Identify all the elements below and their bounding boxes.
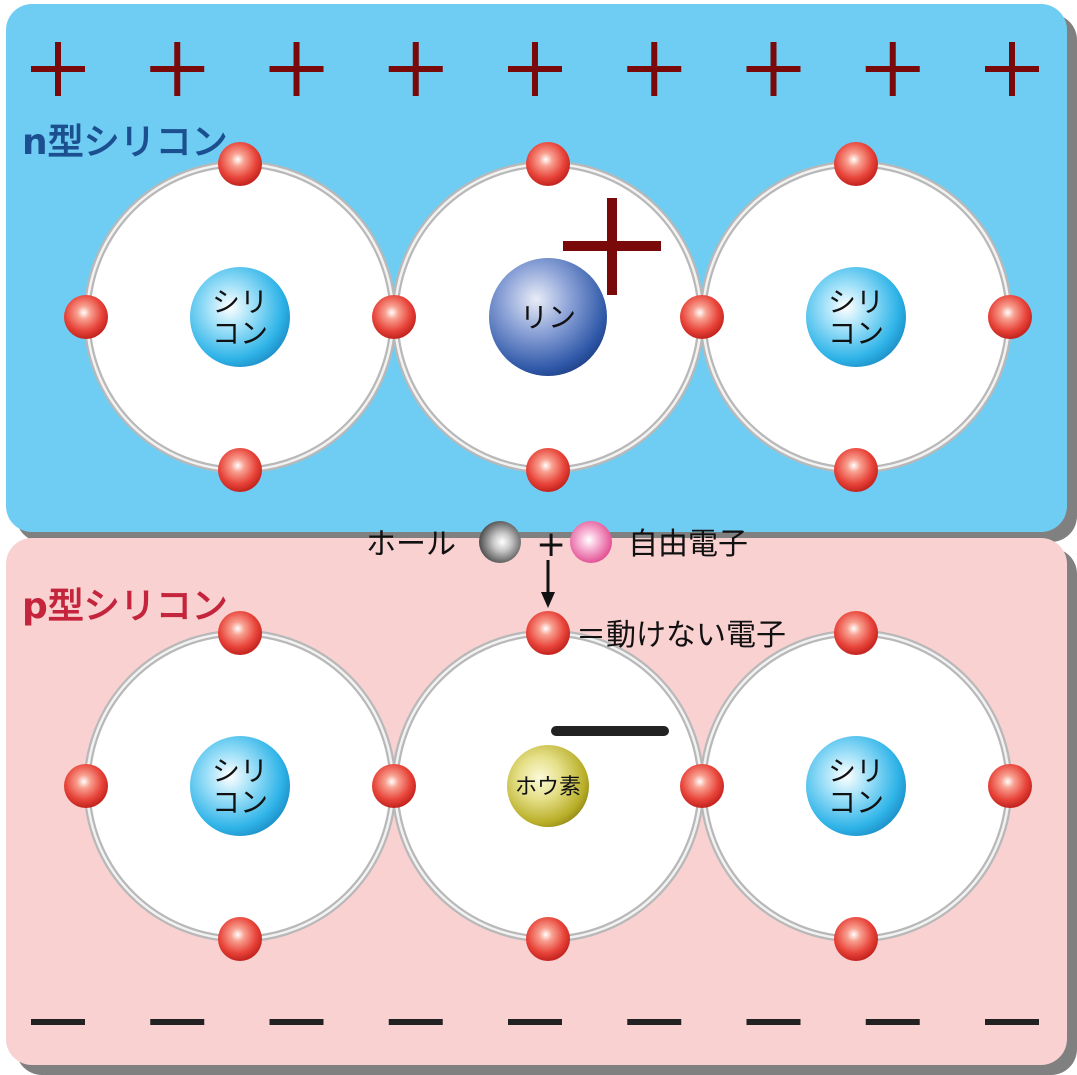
electron-icon [372,764,416,808]
plus-sign-icon [269,42,324,96]
electron-icon [526,142,570,186]
plus-sign-icon [508,42,562,96]
plus-sign-icon [746,42,801,96]
electron-icon [680,295,724,339]
electron-icon [218,611,262,655]
silicon-nucleus [190,736,290,836]
free-electron-icon [570,521,612,563]
plus-sign-icon [31,42,85,96]
silicon-atom: シリコン [190,267,290,367]
silicon-nucleus [806,736,906,836]
fixed-electron-label: ＝動けない電子 [576,618,786,653]
electron-icon [988,295,1032,339]
electron-icon [64,764,108,808]
phosphorus-atom: リン [489,198,661,376]
hole-label: ホール [366,527,456,562]
phosphorus-nucleus [489,258,607,376]
plus-sign-icon [985,42,1039,96]
electron-icon [218,917,262,961]
silicon-label: コン [212,317,268,350]
legend: ホール + 自由電子 ＝動けない電子 [366,521,786,653]
plus-sign-icon [627,42,682,96]
boron-atom: ホウ素 [507,726,669,827]
electron-icon [988,764,1032,808]
silicon-atom: シリコン [806,267,906,367]
electron-icon [526,448,570,492]
silicon-label: シリ [828,754,884,787]
electron-icon [372,295,416,339]
electron-icon [834,611,878,655]
charge-signs [31,42,1039,1025]
plus-sign-icon [388,42,443,96]
silicon-atom: シリコン [190,736,290,836]
plus-sign-text: + [536,524,566,565]
boron-label: ホウ素 [515,775,581,800]
silicon-atom: シリコン [806,736,906,836]
p-type-lattice: シリコンホウ素シリコン [64,611,1032,961]
electron-icon [218,142,262,186]
phosphorus-label: リン [520,301,576,334]
electron-icon [680,764,724,808]
silicon-label: コン [828,317,884,350]
silicon-label: コン [828,786,884,819]
silicon-nucleus [806,267,906,367]
electron-icon [834,917,878,961]
electron-icon [64,295,108,339]
n-type-label: n型シリコン [22,122,228,163]
boron-nucleus [507,745,589,827]
hole-icon [479,521,521,563]
silicon-label: シリ [828,285,884,318]
n-type-lattice: シリコンリンシリコン [64,142,1032,492]
silicon-label: コン [212,786,268,819]
ion-plus-charge-icon [563,198,661,295]
p-type-label: p型シリコン [22,586,228,627]
electron-icon [526,917,570,961]
free-electron-label: 自由電子 [628,527,748,562]
electron-icon [834,448,878,492]
silicon-label: シリ [212,754,268,787]
electron-icon [834,142,878,186]
silicon-label: シリ [212,285,268,318]
plus-sign-icon [865,42,920,96]
electron-icon [526,611,570,655]
down-arrow-icon [541,592,555,608]
plus-sign-icon [150,42,205,96]
electron-icon [218,448,262,492]
silicon-nucleus [190,267,290,367]
